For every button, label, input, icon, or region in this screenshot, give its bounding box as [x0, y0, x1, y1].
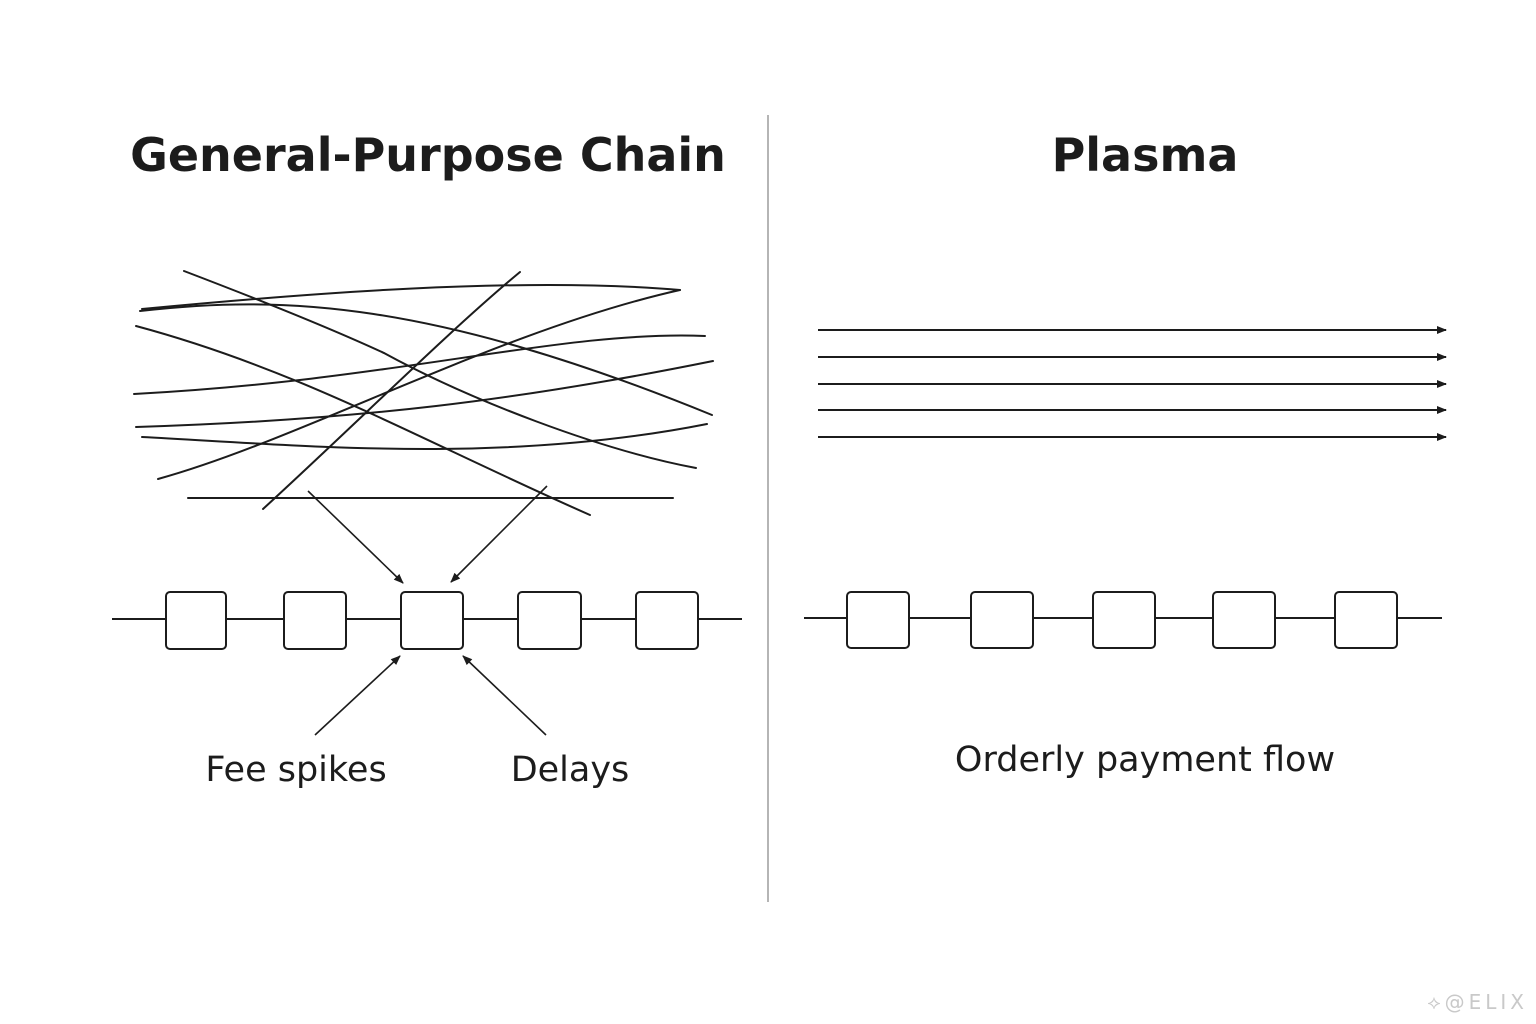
block: [970, 591, 1034, 649]
block-congested: [400, 591, 464, 650]
block: [1334, 591, 1398, 649]
block: [1092, 591, 1156, 649]
left-panel-title: General-Purpose Chain: [130, 128, 726, 182]
tangled-line: [141, 283, 681, 310]
tangled-line: [157, 289, 681, 480]
block: [517, 591, 582, 650]
orderly-flow-label: Orderly payment flow: [954, 740, 1336, 780]
tangled-line: [135, 360, 714, 428]
right-blockchain: [804, 591, 1442, 649]
arrow-down-left: [450, 485, 548, 583]
tangled-line: [135, 325, 591, 516]
tangled-transaction-lines: [133, 270, 714, 516]
watermark: ⟡@ELIX: [1427, 990, 1528, 1014]
arrow-up-right: [314, 655, 401, 736]
delays-label: Delays: [510, 750, 630, 790]
diamond-logo-icon: ⟡: [1427, 990, 1441, 1014]
tangled-line: [183, 270, 385, 354]
congestion-arrows: [307, 485, 548, 736]
orderly-flow-lines: [818, 326, 1447, 441]
left-blockchain: [112, 591, 742, 650]
tangled-line: [262, 271, 521, 510]
tangled-line: [133, 334, 706, 395]
arrow-up-left: [462, 655, 547, 736]
tangled-line: [383, 352, 697, 469]
right-panel-title: Plasma: [1051, 128, 1239, 182]
watermark-text: @ELIX: [1444, 990, 1528, 1014]
block: [635, 591, 699, 650]
tangled-line: [139, 303, 713, 416]
block: [165, 591, 227, 650]
block: [1212, 591, 1276, 649]
arrow-down-right: [307, 490, 404, 584]
block: [283, 591, 347, 650]
block: [846, 591, 910, 649]
tangled-line: [141, 423, 708, 450]
fee-spikes-label: Fee spikes: [205, 750, 387, 790]
